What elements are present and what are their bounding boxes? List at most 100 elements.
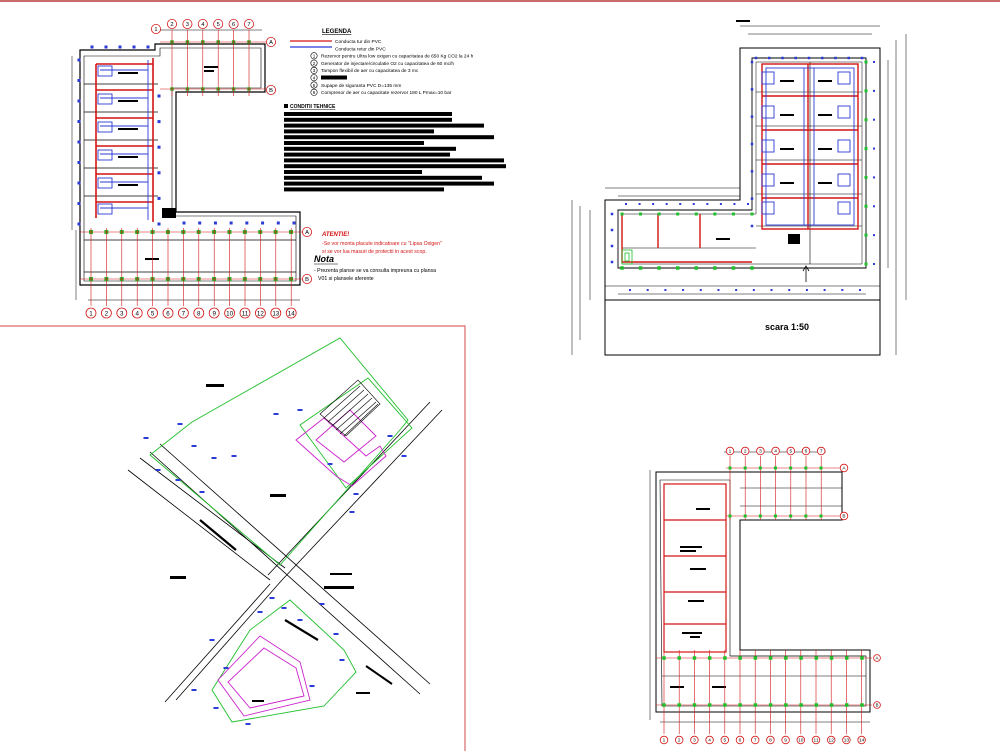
column-marker xyxy=(804,514,808,518)
column-marker xyxy=(713,266,717,270)
column-marker xyxy=(743,466,747,470)
grid-bubble-top: 5 xyxy=(213,18,224,29)
conditions-line xyxy=(284,170,422,174)
legend-symbol: 6 xyxy=(313,90,316,95)
column-marker xyxy=(860,56,864,60)
survey-point xyxy=(231,455,237,457)
survey-point xyxy=(297,619,303,621)
grid-bubble-top: 4 xyxy=(197,18,208,29)
grid-axis-label: 11 xyxy=(242,310,249,317)
column-marker xyxy=(292,221,296,225)
survey-point xyxy=(333,633,339,635)
grid-axis-label: B xyxy=(269,88,273,94)
legend-item: Conducta tur din PVC xyxy=(335,39,382,45)
column-marker xyxy=(799,703,803,707)
column-marker xyxy=(864,118,868,122)
column-marker xyxy=(198,221,202,225)
column-marker xyxy=(758,466,762,470)
grid-bubble-bottom: 4 xyxy=(131,307,143,319)
column-marker xyxy=(719,203,722,205)
grid-axis-label: 6 xyxy=(739,738,742,744)
grid-axis-label: 8 xyxy=(197,310,201,317)
warning-line-2: si se vor lua masuri de protectii in ace… xyxy=(322,249,427,255)
grid-axis-label: 2 xyxy=(744,449,747,455)
grid-bubble-right: A xyxy=(301,226,312,237)
column-marker xyxy=(728,466,732,470)
column-marker xyxy=(750,266,754,270)
column-marker xyxy=(639,212,643,216)
survey-point xyxy=(339,659,345,661)
grid-axis-label: 7 xyxy=(182,310,186,317)
column-marker xyxy=(738,703,742,707)
grid-axis-label: 5 xyxy=(151,310,155,317)
column-marker xyxy=(638,203,641,205)
column-marker xyxy=(276,221,280,225)
column-marker xyxy=(847,56,850,60)
floor-plan-detail: scara 1:50 xyxy=(571,20,907,356)
column-marker xyxy=(834,56,837,60)
grid-axis-label: 1 xyxy=(154,27,157,33)
grid-bubble-top: 1 xyxy=(150,23,161,34)
column-marker xyxy=(625,203,627,205)
survey-point xyxy=(211,457,217,459)
grid-bubble-right: B xyxy=(839,511,849,521)
survey-point xyxy=(327,463,333,465)
column-marker xyxy=(682,289,685,291)
survey-point xyxy=(297,409,303,411)
column-marker xyxy=(132,45,136,49)
column-marker xyxy=(675,266,680,270)
grid-axis-label: 4 xyxy=(201,22,205,28)
survey-point xyxy=(353,493,359,495)
grid-axis-label: 14 xyxy=(859,738,865,744)
grid-axis-label: 7 xyxy=(820,449,823,455)
column-marker xyxy=(750,142,754,146)
column-marker xyxy=(146,45,150,49)
column-marker xyxy=(819,466,823,470)
column-marker xyxy=(646,289,649,291)
legend-symbol: 1 xyxy=(313,54,316,59)
legend-symbol: 3 xyxy=(313,68,316,73)
grid-bubble-bottom: 11 xyxy=(239,307,251,319)
column-marker xyxy=(657,212,661,216)
column-marker xyxy=(770,289,773,291)
grid-axis-label: 6 xyxy=(166,310,170,317)
survey-point xyxy=(319,603,325,605)
grid-bubble-bottom: 8 xyxy=(193,307,205,319)
column-marker xyxy=(819,514,823,518)
column-marker xyxy=(723,703,727,707)
column-marker xyxy=(731,266,736,270)
column-marker xyxy=(692,703,697,707)
column-marker xyxy=(774,514,777,518)
grid-bubble-bottom: 2 xyxy=(101,307,112,319)
column-marker xyxy=(629,289,631,291)
column-marker xyxy=(733,203,736,205)
column-marker xyxy=(182,221,186,225)
grid-axis-label: B xyxy=(842,514,845,520)
column-marker xyxy=(157,145,161,149)
column-marker xyxy=(747,203,749,205)
grid-bubble-bottom: 14 xyxy=(285,307,297,319)
column-marker xyxy=(750,88,754,91)
column-marker xyxy=(728,514,732,518)
column-marker xyxy=(768,656,773,660)
grid-bubble-bottom: 10 xyxy=(224,307,236,319)
column-marker xyxy=(799,656,803,660)
grid-bubble-bottom: 9 xyxy=(208,307,220,319)
grid-axis-label: 5 xyxy=(217,22,220,28)
column-marker xyxy=(864,89,868,93)
column-marker xyxy=(620,212,624,216)
column-marker xyxy=(77,99,81,103)
column-marker xyxy=(860,703,864,707)
note-line-1: - Prezenta planse se va consulta impreun… xyxy=(314,268,436,274)
column-marker xyxy=(758,514,762,518)
conditions-line xyxy=(284,123,484,128)
column-marker xyxy=(873,147,875,150)
grid-axis-label: 1 xyxy=(89,310,93,317)
survey-point xyxy=(273,413,279,415)
column-marker xyxy=(694,266,699,270)
column-marker xyxy=(753,703,758,707)
column-marker xyxy=(652,203,655,205)
grid-axis-label: 1 xyxy=(729,449,732,455)
